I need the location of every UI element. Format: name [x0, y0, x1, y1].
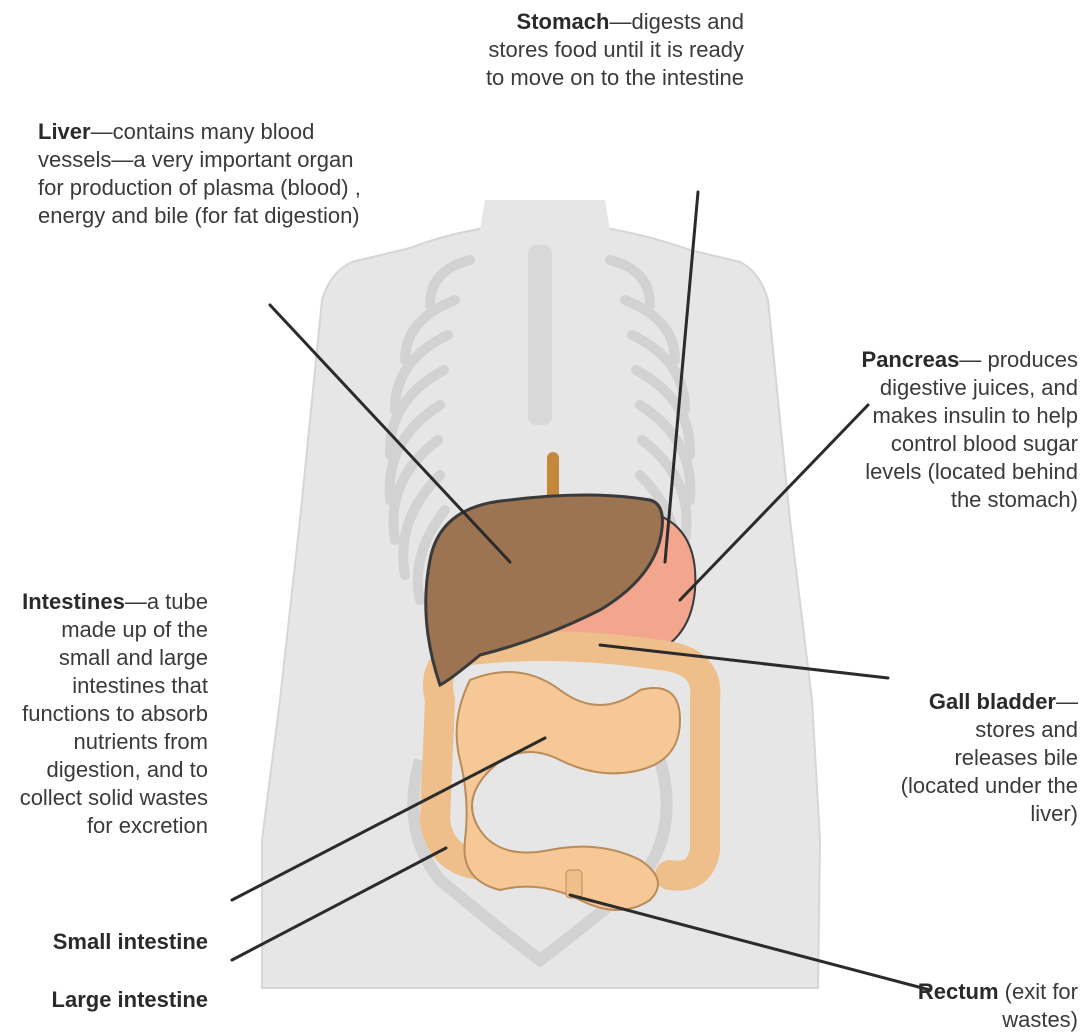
label-gall-bladder: Gall bladder— stores and releases bile (…: [900, 688, 1078, 828]
label-intestines-desc: —a tube made up of the small and large i…: [20, 589, 208, 838]
label-intestines: Intestines—a tube made up of the small a…: [4, 588, 208, 840]
sternum: [528, 245, 552, 425]
label-large-intestine: Large intestine: [20, 986, 208, 1014]
label-intestines-term: Intestines: [22, 589, 125, 614]
label-small-intestine-term: Small intestine: [53, 929, 208, 954]
label-stomach-term: Stomach: [517, 9, 610, 34]
label-liver-term: Liver: [38, 119, 91, 144]
label-rectum-desc: (exit for wastes): [999, 979, 1078, 1032]
label-pancreas: Pancreas— produces digestive juices, and…: [860, 346, 1078, 514]
label-gall-bladder-term: Gall bladder: [929, 689, 1056, 714]
label-rectum-term: Rectum: [918, 979, 999, 1004]
rectum: [566, 870, 582, 898]
label-stomach: Stomach—digests and stores food until it…: [470, 8, 744, 92]
label-small-intestine: Small intestine: [20, 928, 208, 956]
label-rectum: Rectum (exit for wastes): [880, 978, 1078, 1034]
label-liver: Liver—contains many blood vessels—a very…: [38, 118, 368, 230]
label-pancreas-term: Pancreas: [862, 347, 960, 372]
label-large-intestine-term: Large intestine: [52, 987, 208, 1012]
